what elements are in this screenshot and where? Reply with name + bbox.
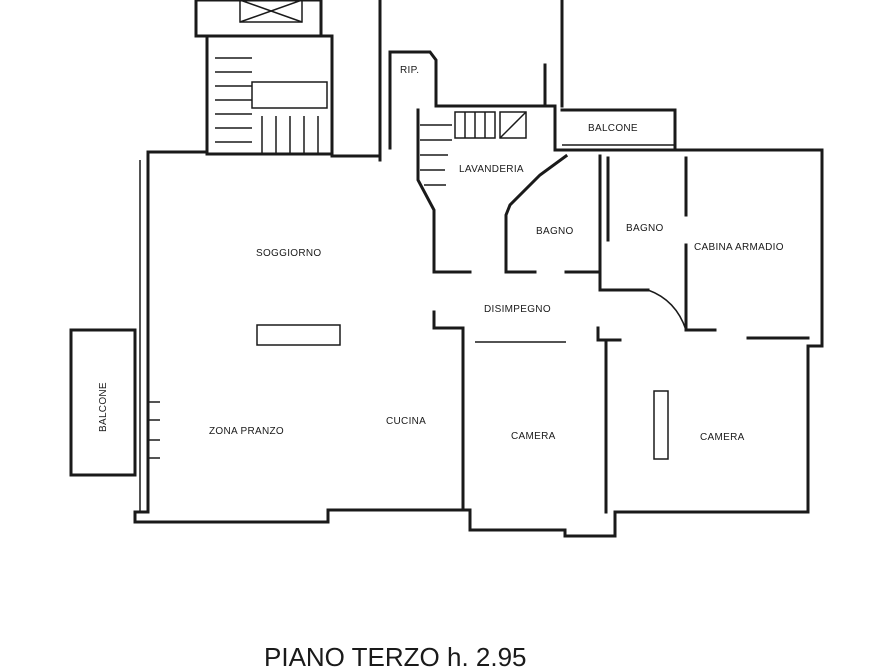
service-stair: [416, 108, 527, 274]
bed-outline: [653, 390, 669, 460]
label-cabina-armadio: CABINA ARMADIO: [694, 242, 784, 253]
balcony-left: [69, 328, 160, 477]
label-bagno-2: BAGNO: [626, 223, 664, 234]
label-cucina: CUCINA: [386, 416, 426, 427]
label-rip: RIP.: [400, 65, 419, 76]
kitchen-counter: [256, 324, 341, 346]
stair-core: [194, 0, 334, 156]
label-bagno-1: BAGNO: [536, 226, 574, 237]
label-balcone-top: BALCONE: [588, 123, 638, 134]
label-soggiorno: SOGGIORNO: [256, 248, 321, 259]
label-camera-2: CAMERA: [700, 432, 745, 443]
outer-walls: [133, 104, 824, 538]
floor-caption: PIANO TERZO h. 2.95: [264, 642, 527, 670]
label-camera-1: CAMERA: [511, 431, 556, 442]
label-lavanderia: LAVANDERIA: [459, 164, 524, 175]
label-zona-pranzo: ZONA PRANZO: [209, 426, 284, 437]
label-disimpegno: DISIMPEGNO: [484, 304, 551, 315]
balcony-top: [560, 108, 677, 150]
interior-walls: [432, 153, 810, 514]
upper-shaft-walls: [378, 0, 564, 162]
label-balcone-left: BALCONE: [98, 382, 109, 432]
